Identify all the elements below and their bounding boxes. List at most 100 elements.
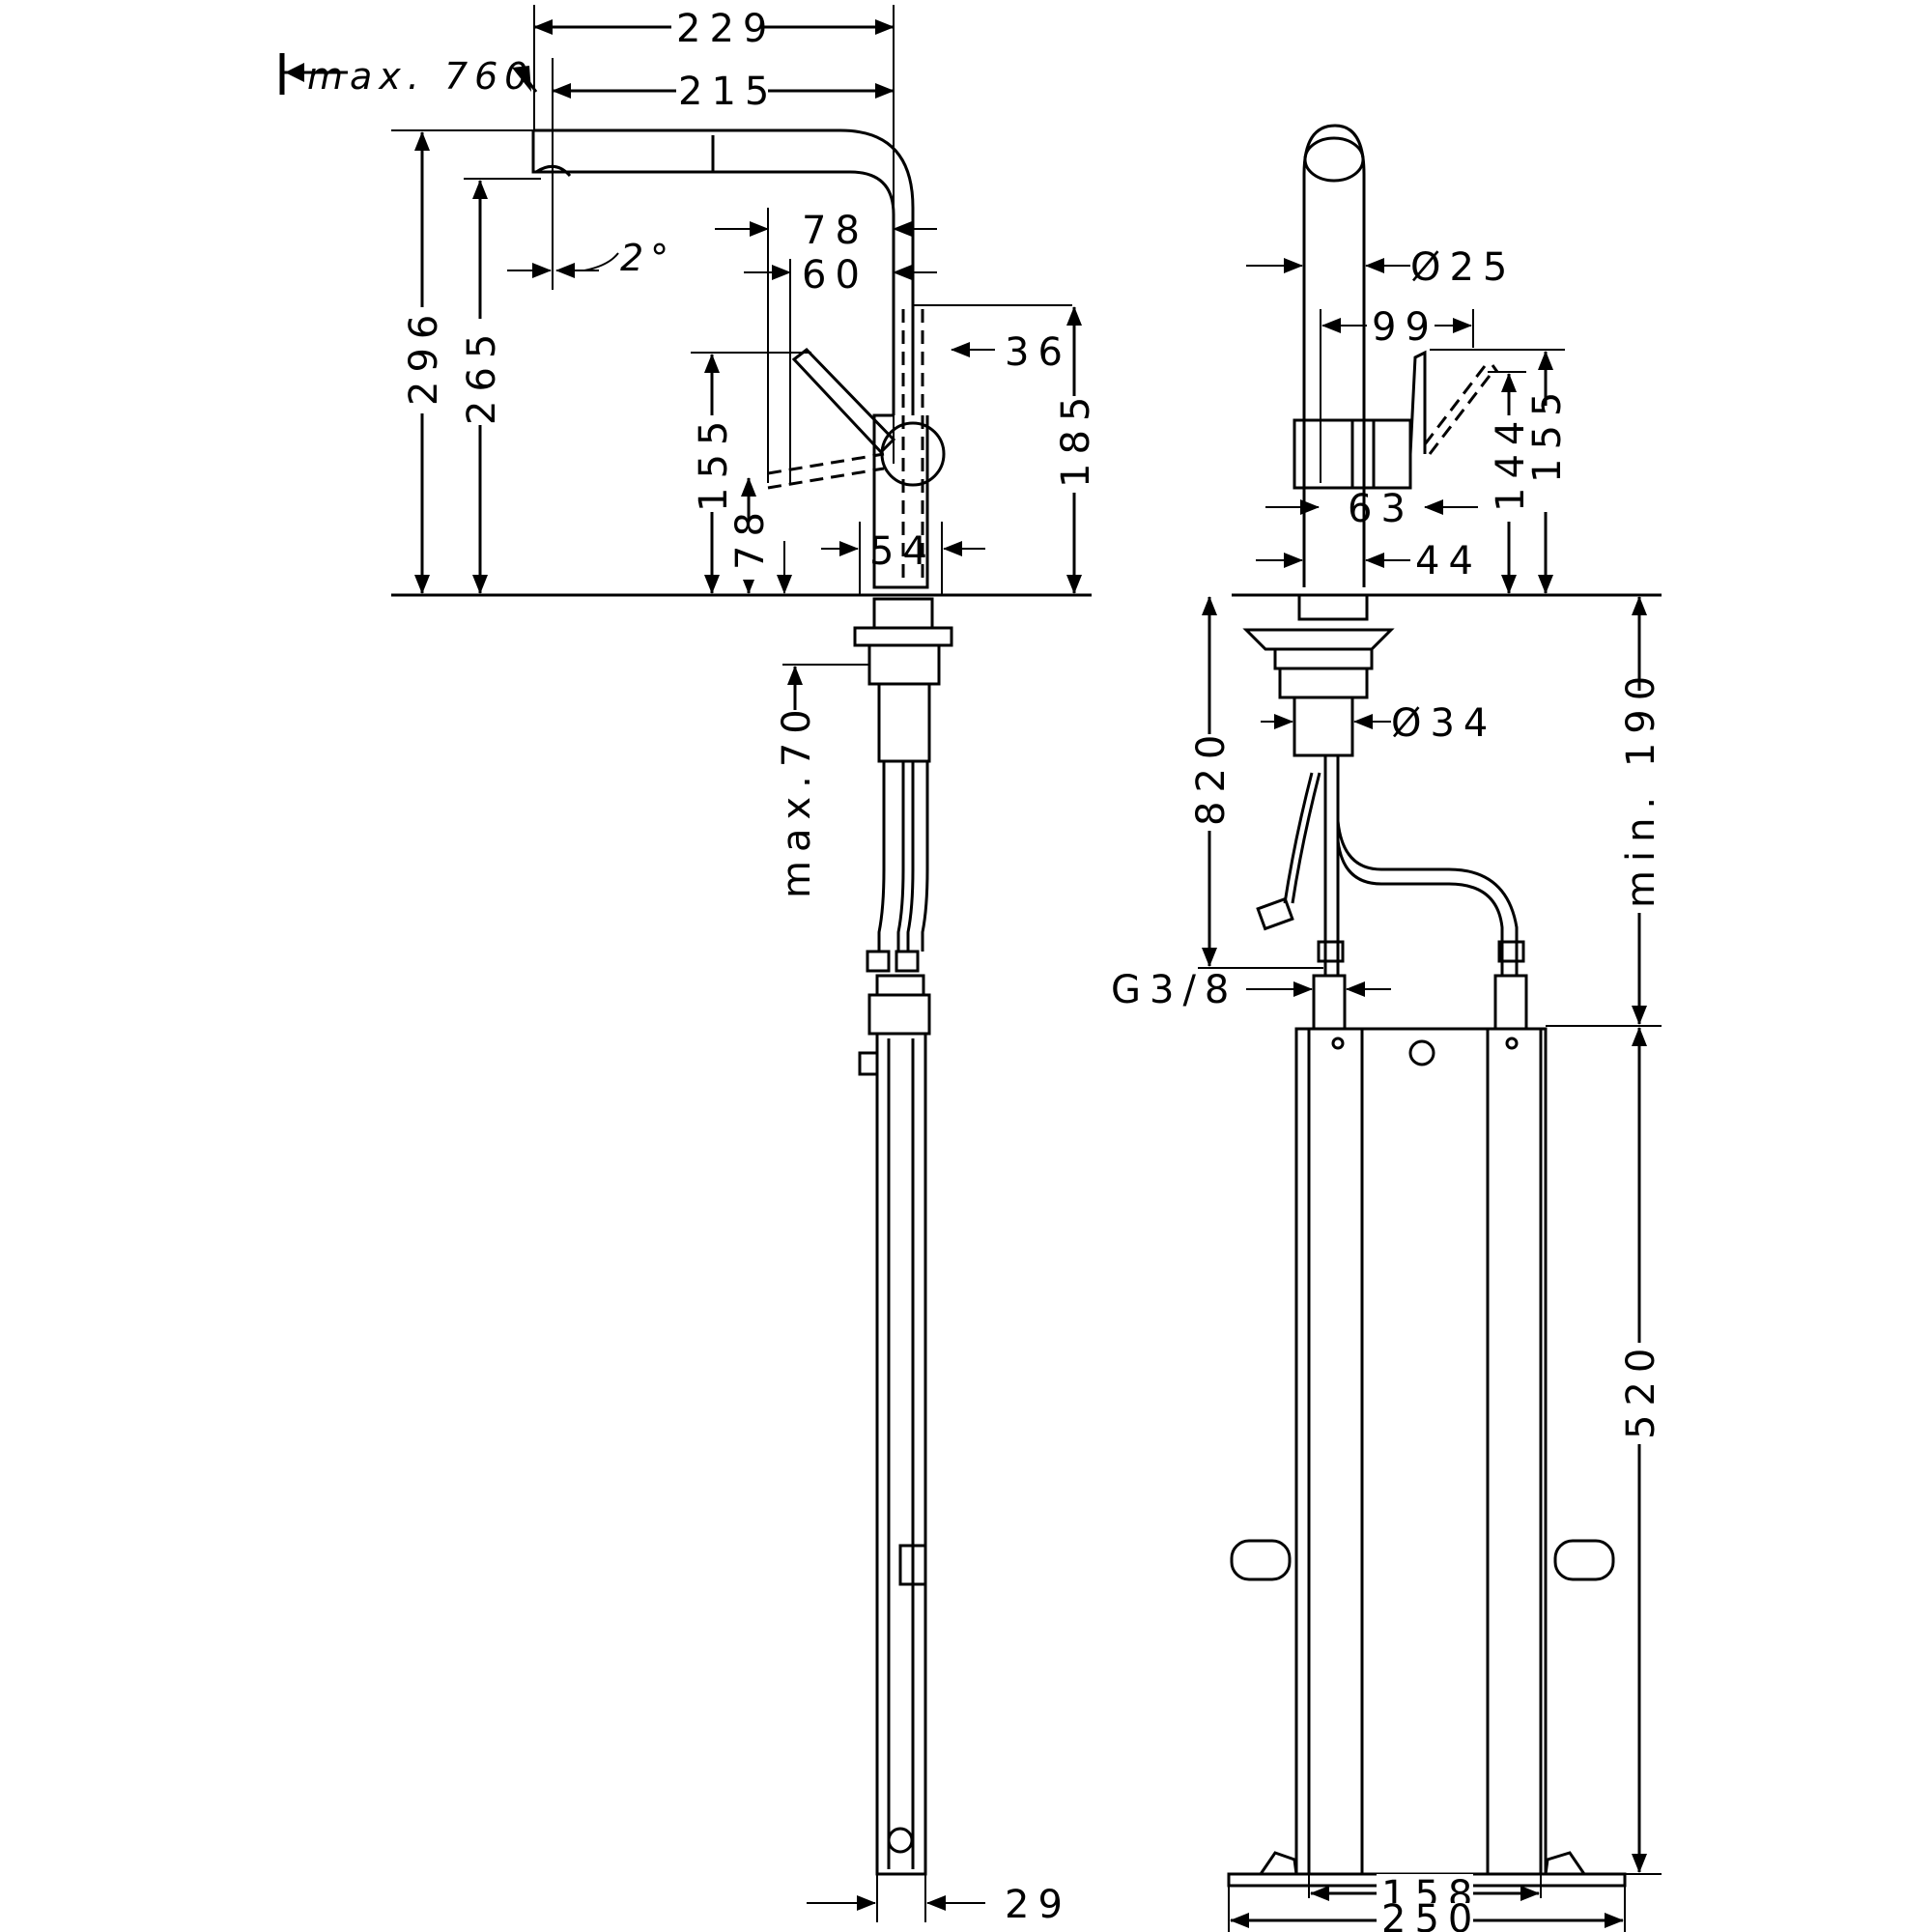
dim-63: 63 (1348, 487, 1414, 531)
valve-body (867, 993, 931, 1036)
dim-line-33 (1491, 364, 1499, 373)
unit-front-left-rail (1307, 1027, 1364, 1876)
valve-a (1312, 974, 1347, 1031)
unit-front-right-rail (1486, 1027, 1543, 1876)
dim-215: 215 (678, 70, 778, 114)
handle-alt-position-2 (767, 467, 885, 490)
dim-78-left: 78 (728, 503, 773, 570)
valve-b (1493, 974, 1528, 1031)
label-bg-11 (1188, 734, 1232, 831)
dim-60: 60 (802, 253, 868, 298)
label-bg-10 (1524, 406, 1568, 512)
handle-lever (791, 347, 896, 455)
foot-left (1259, 1851, 1298, 1875)
dim-820: 820 (1189, 726, 1234, 826)
label-bg-9 (1488, 415, 1531, 522)
side-clamp (898, 1544, 927, 1586)
label-bg-4 (459, 319, 502, 425)
label-bg-8 (1367, 307, 1435, 346)
dim-265: 265 (460, 326, 504, 425)
handle-lever-alt (1423, 361, 1490, 445)
hose-fitting-1 (866, 950, 891, 973)
label-bg-3 (401, 307, 444, 413)
handle-alt-position (767, 452, 885, 475)
handle-hub (880, 421, 946, 487)
dim-36: 36 (1005, 330, 1071, 375)
handle-lever-front (1408, 350, 1427, 455)
base-flange (872, 597, 934, 630)
mount-plate (853, 626, 953, 647)
dim-dia25: Ø25 (1410, 245, 1516, 290)
front-mount-plate (1242, 628, 1395, 651)
dim-29: 29 (1005, 1883, 1071, 1927)
mount-nut (867, 643, 941, 686)
arrowhead (285, 63, 304, 82)
spout-top (1303, 136, 1365, 183)
dim-296: 296 (402, 306, 446, 406)
dim-229: 229 (676, 7, 776, 51)
dim-max70: max.70 (775, 700, 819, 898)
label-bg-15 (1377, 1903, 1473, 1932)
dim-44: 44 (1415, 539, 1482, 583)
hose-side (1283, 772, 1314, 904)
dim-max760: max. 760 (307, 55, 534, 98)
dim-angle-2: 2° (620, 237, 675, 279)
hose-right-b (921, 761, 929, 952)
hose-fitting-a (1317, 940, 1345, 963)
label-bg (671, 8, 763, 48)
hose-fitting-2 (895, 950, 920, 973)
handle-lever-alt-2 (1428, 371, 1494, 455)
front-view: Ø25 99 144 155 63 44 820 Ø34 G3 (1111, 124, 1663, 1932)
side-knob (858, 1051, 879, 1076)
label-bg-5 (691, 415, 734, 512)
hose-left (877, 761, 886, 952)
unit-side (875, 1032, 927, 1876)
dim-520: 520 (1619, 1340, 1663, 1439)
dim-155-left: 155 (692, 412, 736, 512)
hose-side-fitting (1256, 896, 1294, 931)
hose-fitting-b (1497, 940, 1525, 963)
handle-body (1350, 418, 1412, 490)
foot-right (1544, 1851, 1586, 1875)
dim-line-10 (583, 252, 619, 271)
clamp-right (1553, 1539, 1615, 1581)
unit-hole (1408, 1039, 1435, 1066)
arrowhead-2 (512, 66, 531, 92)
front-shank (1293, 696, 1354, 757)
label-bg-6 (729, 522, 770, 580)
spout-outer-outline (533, 128, 915, 415)
spray-head (535, 164, 572, 178)
label-bg-12 (1618, 691, 1662, 913)
label-bg-13 (1618, 1343, 1662, 1444)
dim-54: 54 (869, 529, 936, 574)
dim-g38: G3/8 (1111, 968, 1237, 1012)
dim-155-right: 155 (1525, 384, 1570, 483)
dim-line-39 (1331, 1037, 1345, 1050)
dim-dia34: Ø34 (1391, 701, 1496, 746)
unit-front (1294, 1027, 1548, 1876)
shank (877, 682, 931, 763)
clamp-left (1230, 1539, 1292, 1581)
dim-185: 185 (1054, 388, 1098, 488)
handle-body-left (1293, 418, 1376, 490)
dim-line-37 (1336, 839, 1504, 976)
label-bg-2 (676, 71, 768, 112)
dim-99: 99 (1372, 305, 1438, 350)
side-view: 229 max. 760 215 78 60 2° 36 (279, 5, 1098, 1927)
valve-top (875, 974, 925, 997)
dim-250: 250 (1381, 1897, 1481, 1932)
dim-line-34 (1293, 696, 1354, 757)
front-mount-ring (1273, 647, 1374, 670)
dim-line-40 (1505, 1037, 1519, 1050)
dim-78-top: 78 (802, 209, 868, 253)
hose-left-b (896, 761, 905, 952)
front-nut (1278, 667, 1369, 699)
label-bg-7 (1053, 396, 1096, 493)
dim-min190: min. 190 (1619, 668, 1663, 908)
hose-right (906, 761, 915, 952)
front-flange (1297, 593, 1369, 621)
bottom-drain (887, 1827, 914, 1854)
dim-line-38 (1291, 772, 1321, 904)
body-outline (872, 413, 929, 589)
